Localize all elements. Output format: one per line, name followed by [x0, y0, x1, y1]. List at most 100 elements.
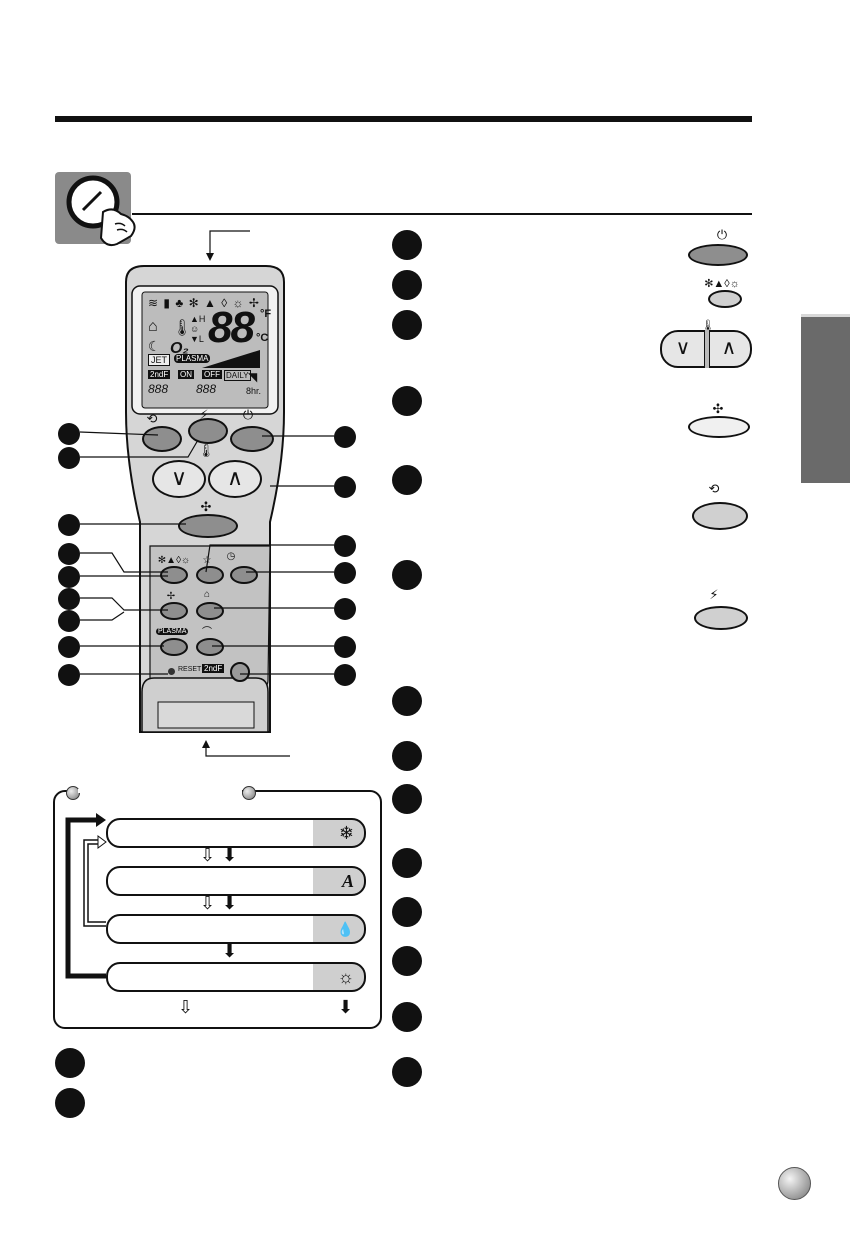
mode-bar-heat: ☼: [106, 962, 366, 992]
fan-icon: ✣: [712, 401, 724, 416]
swing-button[interactable]: [142, 426, 182, 452]
2ndf-button[interactable]: [230, 662, 250, 682]
timer-down-button[interactable]: [160, 602, 188, 620]
temp-down-button[interactable]: ∨: [152, 460, 206, 498]
mode-cycle-return-arrows: [65, 813, 107, 979]
callout-bullet: [334, 535, 356, 557]
plasma-button-label: PLASMA: [156, 628, 189, 635]
signal-icon: ≋: [148, 296, 160, 310]
battery-icon: ▮: [163, 296, 172, 310]
callout-bullet: [58, 566, 80, 588]
section-rule: [132, 213, 752, 215]
jet-icon: ⚡: [709, 587, 719, 602]
sleep-star-icon: ☆: [202, 555, 212, 566]
lcd-unit-f: °F: [260, 308, 272, 320]
temp-divider: [704, 330, 710, 368]
arrow-down-solid-icon: ⬇: [222, 845, 238, 865]
lcd-2ndf: 2ndF: [148, 370, 171, 379]
top-rule: [55, 116, 752, 122]
callout-bullet: [334, 636, 356, 658]
plasma-button[interactable]: [160, 638, 188, 656]
timer-icon: ◷: [226, 551, 236, 562]
step-bullet: [392, 310, 422, 340]
step-bullet: [392, 465, 422, 495]
lcd-time-1: 888: [148, 382, 169, 396]
timer-set-button[interactable]: [230, 566, 258, 584]
arrow-down-solid-icon: ⬇: [222, 893, 238, 913]
callout-bullet: [334, 476, 356, 498]
swing-button-illustration: [692, 502, 748, 530]
fan-icon: ✣: [200, 499, 212, 514]
callout-bullet: [334, 562, 356, 584]
step-bullet: [392, 784, 422, 814]
callout-bullet: [334, 664, 356, 686]
fan-blade-icon: ✢: [248, 296, 260, 310]
mode-bar-auto: A: [106, 866, 366, 896]
fan-speed-button[interactable]: [178, 514, 238, 538]
power-icon: ⏻: [242, 407, 254, 422]
callout-bullet: [334, 426, 356, 448]
lcd-jet: JET: [148, 354, 171, 366]
lcd-o2: O₂: [170, 340, 189, 357]
house-icon: ⌂: [148, 318, 158, 335]
step-bullet: [392, 686, 422, 716]
callout-bullet: [58, 610, 80, 632]
thermometer-icon: 🌡: [701, 320, 715, 332]
temp-up-icon: ∧: [721, 337, 737, 359]
step-bullet: [392, 270, 422, 300]
timer-up-button[interactable]: [196, 602, 224, 620]
snowflake-icon: ✻: [188, 296, 200, 310]
power-button-illustration: [688, 244, 748, 266]
step-bullet: [392, 946, 422, 976]
fan-speed-indicator: ▲H☺▼L: [190, 314, 206, 344]
sleep-button[interactable]: [196, 566, 224, 584]
power-button[interactable]: [230, 426, 274, 452]
remote-control: ≋ ▮ ♣ ✻ ▲ ◊ ☼ ✢ ⌂ 🌡 ▲H☺▼L 88 °F °C ☾ O₂ …: [120, 262, 290, 742]
reset-hole[interactable]: [168, 668, 175, 675]
2ndf-label: 2ndF: [202, 664, 225, 673]
temp-up-button[interactable]: ∧: [208, 460, 262, 498]
step-bullet: [392, 897, 422, 927]
callout-bullet: [58, 423, 80, 445]
drop-icon: ◊: [221, 296, 229, 310]
lcd-temperature: 88: [208, 303, 255, 352]
callout-bullet: [58, 636, 80, 658]
step-bullet: [392, 1057, 422, 1087]
lcd-hours: 8hr.: [246, 386, 262, 396]
room-temp-icon: 🌡: [197, 443, 215, 458]
drop-icon: 💧: [336, 921, 354, 937]
star-icon: ◥: [248, 370, 258, 384]
arrow-down-outline-icon: ⇩: [178, 997, 194, 1017]
step-bullet: [392, 560, 422, 590]
mode-button[interactable]: [160, 566, 188, 584]
energy-icon: ⌒: [202, 627, 212, 638]
callout-bullet: [58, 514, 80, 536]
airflow-icon: ✢: [166, 591, 176, 602]
tree-icon: ♣: [175, 296, 185, 310]
callout-bullet: [58, 447, 80, 469]
corner-dot: [242, 786, 256, 800]
fan-button-illustration: [688, 416, 750, 438]
arrow-down-outline-icon: ⇩: [200, 893, 216, 913]
side-tab: [801, 314, 850, 483]
lcd-unit-c: °C: [256, 332, 269, 344]
step-bullet: [392, 386, 422, 416]
jet-button-illustration: [694, 606, 748, 630]
jet-button[interactable]: [188, 418, 228, 444]
swing-icon: ⟲: [708, 481, 720, 496]
callout-bullet: [58, 543, 80, 565]
mode-icons-label: ✻▲◊☼: [704, 278, 740, 290]
jet-icon: ⚡: [199, 407, 209, 422]
home-icon: ⌂: [203, 589, 211, 600]
top-callout-line: [206, 230, 250, 261]
step-bullet: [392, 1002, 422, 1032]
energy-button[interactable]: [196, 638, 224, 656]
step-bullet: [55, 1088, 85, 1118]
step-bullet: [55, 1048, 85, 1078]
lcd-bar-graph: [202, 350, 260, 368]
mode-button-illustration: [708, 290, 742, 308]
auto-mode-icon: A: [341, 871, 354, 891]
thermometer-icon: 🌡: [172, 320, 193, 337]
lcd-daily: DAILY: [224, 370, 251, 381]
